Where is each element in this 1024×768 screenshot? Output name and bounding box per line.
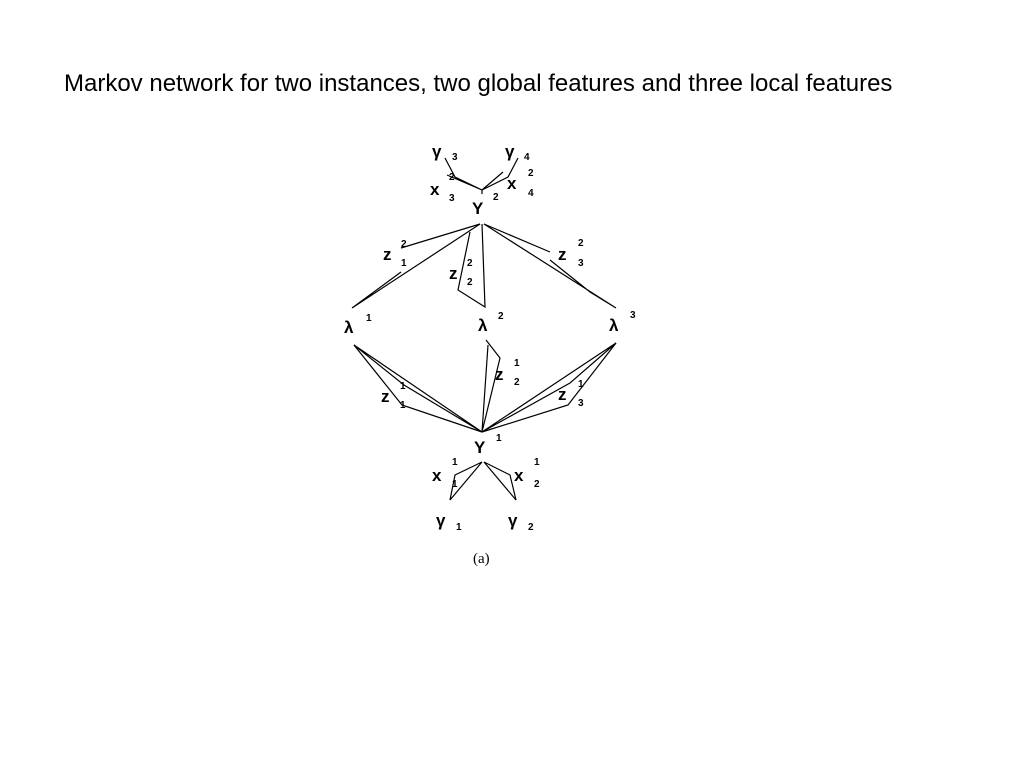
edge-z3-y2: [483, 223, 551, 253]
node-lambda-3: λ 3: [609, 310, 636, 335]
edge-lambda2-z2-y1: [481, 339, 501, 433]
edge-x4-y2: [481, 157, 519, 191]
node-z-3-1-symbol: z: [558, 385, 567, 404]
node-x-4-2-symbol: x: [507, 174, 517, 193]
node-z-2-1-sub: 2: [514, 377, 520, 388]
node-x-3-2-sub: 3: [449, 193, 455, 204]
node-lambda-1-symbol: λ: [344, 318, 354, 337]
node-lambda-3-symbol: λ: [609, 316, 619, 335]
node-z-1-2-symbol: z: [383, 245, 392, 264]
node-y-2: Y 2: [472, 192, 499, 218]
edge-y2-z3-lambda3: [483, 223, 617, 309]
node-x-1-1-sub: 1: [452, 479, 458, 490]
node-z-3-2: z 2 3: [558, 238, 584, 269]
node-z-1-2: z 2 1: [383, 239, 407, 269]
node-gamma-4: γ 4: [505, 142, 530, 163]
network-edges: [351, 157, 617, 501]
node-gamma-1: γ 1: [436, 511, 462, 533]
node-x-1-1: x 1 1: [432, 457, 458, 490]
edge-y2-z1-lambda1: [351, 223, 481, 309]
node-y-1: Y 1: [474, 433, 502, 457]
node-x-3-2-sup: 2: [449, 172, 455, 183]
node-z-2-2-sup: 2: [467, 258, 473, 269]
node-gamma-2: γ 2: [508, 511, 534, 533]
node-gamma-1-sub: 1: [456, 522, 462, 533]
edge-lambda3-y1: [481, 342, 617, 433]
node-z-2-1-sup: 1: [514, 358, 520, 369]
node-lambda-2-sup: 2: [498, 311, 504, 322]
node-y-1-symbol: Y: [474, 438, 486, 457]
node-x-3-2: x 2 3: [430, 172, 455, 204]
diagram-caption: (a): [473, 551, 490, 567]
edge-x3-y2: [444, 157, 483, 191]
node-z-3-2-symbol: z: [558, 245, 567, 264]
edge-y1-x2-gamma2: [483, 461, 517, 501]
node-gamma-3: γ 3: [432, 142, 458, 163]
node-z-1-1: z 1 1: [381, 381, 406, 411]
node-x-2-1-sub: 2: [534, 479, 540, 490]
node-gamma-2-sub: 2: [528, 522, 534, 533]
node-z-2-1-symbol: z: [495, 365, 504, 384]
node-z-3-2-sub: 3: [578, 258, 584, 269]
node-z-2-2-symbol: z: [449, 264, 458, 283]
node-y-1-sup: 1: [496, 433, 502, 444]
node-z-1-1-symbol: z: [381, 387, 390, 406]
node-lambda-2-symbol: λ: [478, 316, 488, 335]
node-x-1-1-symbol: x: [432, 466, 442, 485]
edge-z1-y2: [400, 223, 481, 249]
node-z-3-1-sup: 1: [578, 379, 584, 390]
node-gamma-1-symbol: γ: [436, 511, 446, 530]
node-x-4-2: x 2 4: [507, 168, 534, 199]
node-z-2-2: z 2 2: [449, 258, 473, 288]
node-x-4-2-sup: 2: [528, 168, 534, 179]
node-z-3-1: z 1 3: [558, 379, 584, 409]
node-x-3-2-symbol: x: [430, 180, 440, 199]
node-gamma-3-sub: 3: [452, 152, 458, 163]
node-z-1-1-sup: 1: [400, 381, 406, 392]
node-z-3-1-sub: 3: [578, 398, 584, 409]
edge-lambda3-z3-y1: [481, 342, 617, 433]
node-x-2-1-symbol: x: [514, 466, 524, 485]
node-x-2-1: x 1 2: [514, 457, 540, 490]
node-z-2-1: z 1 2: [495, 358, 520, 388]
edge-y2-z2-lambda2: [457, 223, 486, 309]
node-lambda-1-sup: 1: [366, 313, 372, 324]
node-z-1-1-sub: 1: [400, 400, 406, 411]
node-z-1-2-sup: 2: [401, 239, 407, 250]
node-y-2-sup: 2: [493, 192, 499, 203]
node-z-1-2-sub: 1: [401, 258, 407, 269]
edge-lambda1-z1-y1: [353, 344, 483, 433]
node-lambda-2: λ 2: [478, 311, 504, 335]
edge-y1-x1-gamma1: [449, 461, 483, 501]
node-y-2-symbol: Y: [472, 199, 484, 218]
node-gamma-3-symbol: γ: [432, 142, 442, 161]
node-x-4-2-sub: 4: [528, 188, 534, 199]
network-nodes: γ 3 γ 4 x 2 3 x 2 4 Y 2 z 2 1 z 2 2: [344, 142, 636, 533]
edge-lambda1-y1: [353, 344, 483, 433]
slide-title: Markov network for two instances, two gl…: [64, 70, 893, 97]
node-gamma-4-symbol: γ: [505, 142, 515, 161]
node-x-2-1-sup: 1: [534, 457, 540, 468]
node-lambda-3-sup: 3: [630, 310, 636, 321]
node-lambda-1: λ 1: [344, 313, 372, 337]
node-gamma-4-sub: 4: [524, 152, 530, 163]
node-z-2-2-sub: 2: [467, 277, 473, 288]
node-x-1-1-sup: 1: [452, 457, 458, 468]
node-z-3-2-sup: 2: [578, 238, 584, 249]
node-gamma-2-symbol: γ: [508, 511, 518, 530]
